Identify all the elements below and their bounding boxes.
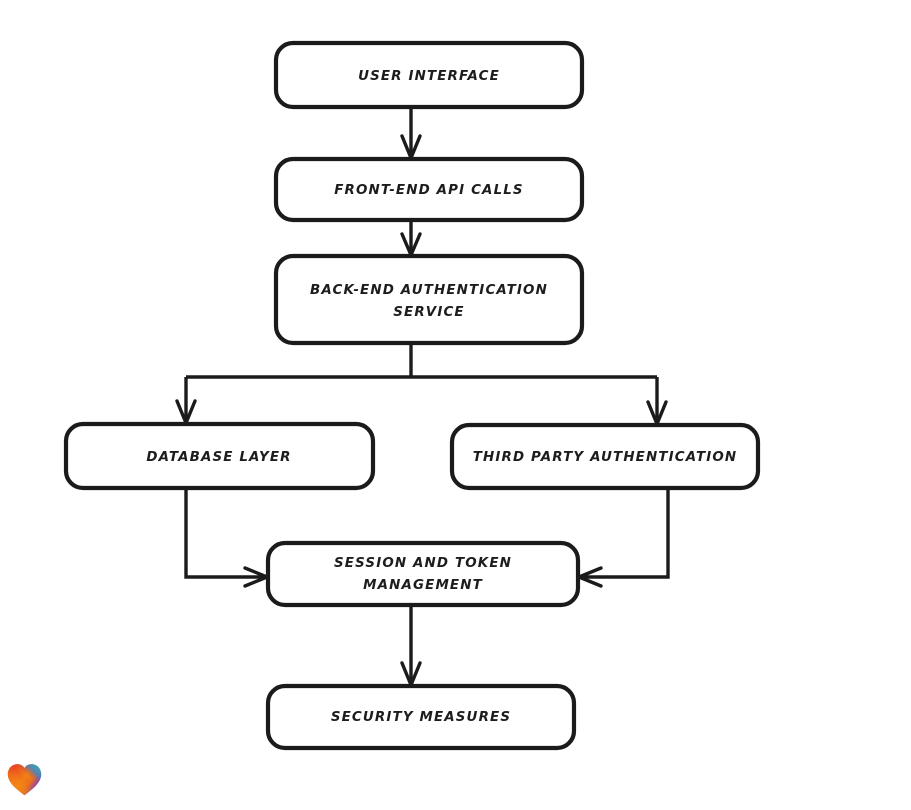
edge-backend-to-thirdparty xyxy=(646,377,668,426)
node-third-party-authentication-shape xyxy=(449,422,761,491)
node-front-end-api-calls-shape xyxy=(273,156,585,223)
node-user-interface-label: USER INTERFACE xyxy=(358,69,500,84)
node-database-layer-shape xyxy=(63,421,376,491)
node-third-party-authentication-label: THIRD PARTY AUTHENTICATION xyxy=(473,450,738,465)
node-session-and-token-management[interactable]: SESSION AND TOKEN MANAGEMENT xyxy=(265,540,581,608)
node-user-interface-shape xyxy=(273,40,585,110)
node-third-party-authentication[interactable]: THIRD PARTY AUTHENTICATION xyxy=(449,422,761,491)
node-back-end-authentication-service-label-line1: BACK-END AUTHENTICATION xyxy=(310,283,548,298)
node-front-end-api-calls[interactable]: FRONT-END API CALLS xyxy=(273,156,585,223)
node-database-layer[interactable]: DATABASE LAYER xyxy=(63,421,376,491)
node-session-and-token-management-shape xyxy=(265,540,581,608)
node-back-end-authentication-service-label-line2: SERVICE xyxy=(393,305,464,320)
edge-ui-to-frontend xyxy=(400,107,422,160)
node-session-and-token-management-label-line1: SESSION AND TOKEN xyxy=(334,556,512,571)
node-database-layer-label: DATABASE LAYER xyxy=(146,450,291,465)
node-security-measures-shape xyxy=(265,683,577,751)
node-user-interface[interactable]: USER INTERFACE xyxy=(273,40,585,110)
node-security-measures[interactable]: SECURITY MEASURES xyxy=(265,683,577,751)
edge-thirdparty-to-session xyxy=(577,488,670,588)
edge-frontend-to-backend xyxy=(400,220,422,257)
edge-database-to-session xyxy=(184,488,269,588)
heart-icon xyxy=(7,764,42,796)
node-front-end-api-calls-label: FRONT-END API CALLS xyxy=(334,183,523,198)
heart-icon-overlay xyxy=(7,764,42,796)
node-back-end-authentication-service[interactable]: BACK-END AUTHENTICATION SERVICE xyxy=(273,253,585,346)
edge-backend-to-database xyxy=(175,377,197,425)
node-back-end-authentication-service-shape xyxy=(273,253,585,346)
node-security-measures-label: SECURITY MEASURES xyxy=(331,710,511,725)
edge-session-to-security xyxy=(400,605,422,687)
node-session-and-token-management-label-line2: MANAGEMENT xyxy=(363,578,483,593)
edge-backend-split-bus xyxy=(186,343,657,379)
